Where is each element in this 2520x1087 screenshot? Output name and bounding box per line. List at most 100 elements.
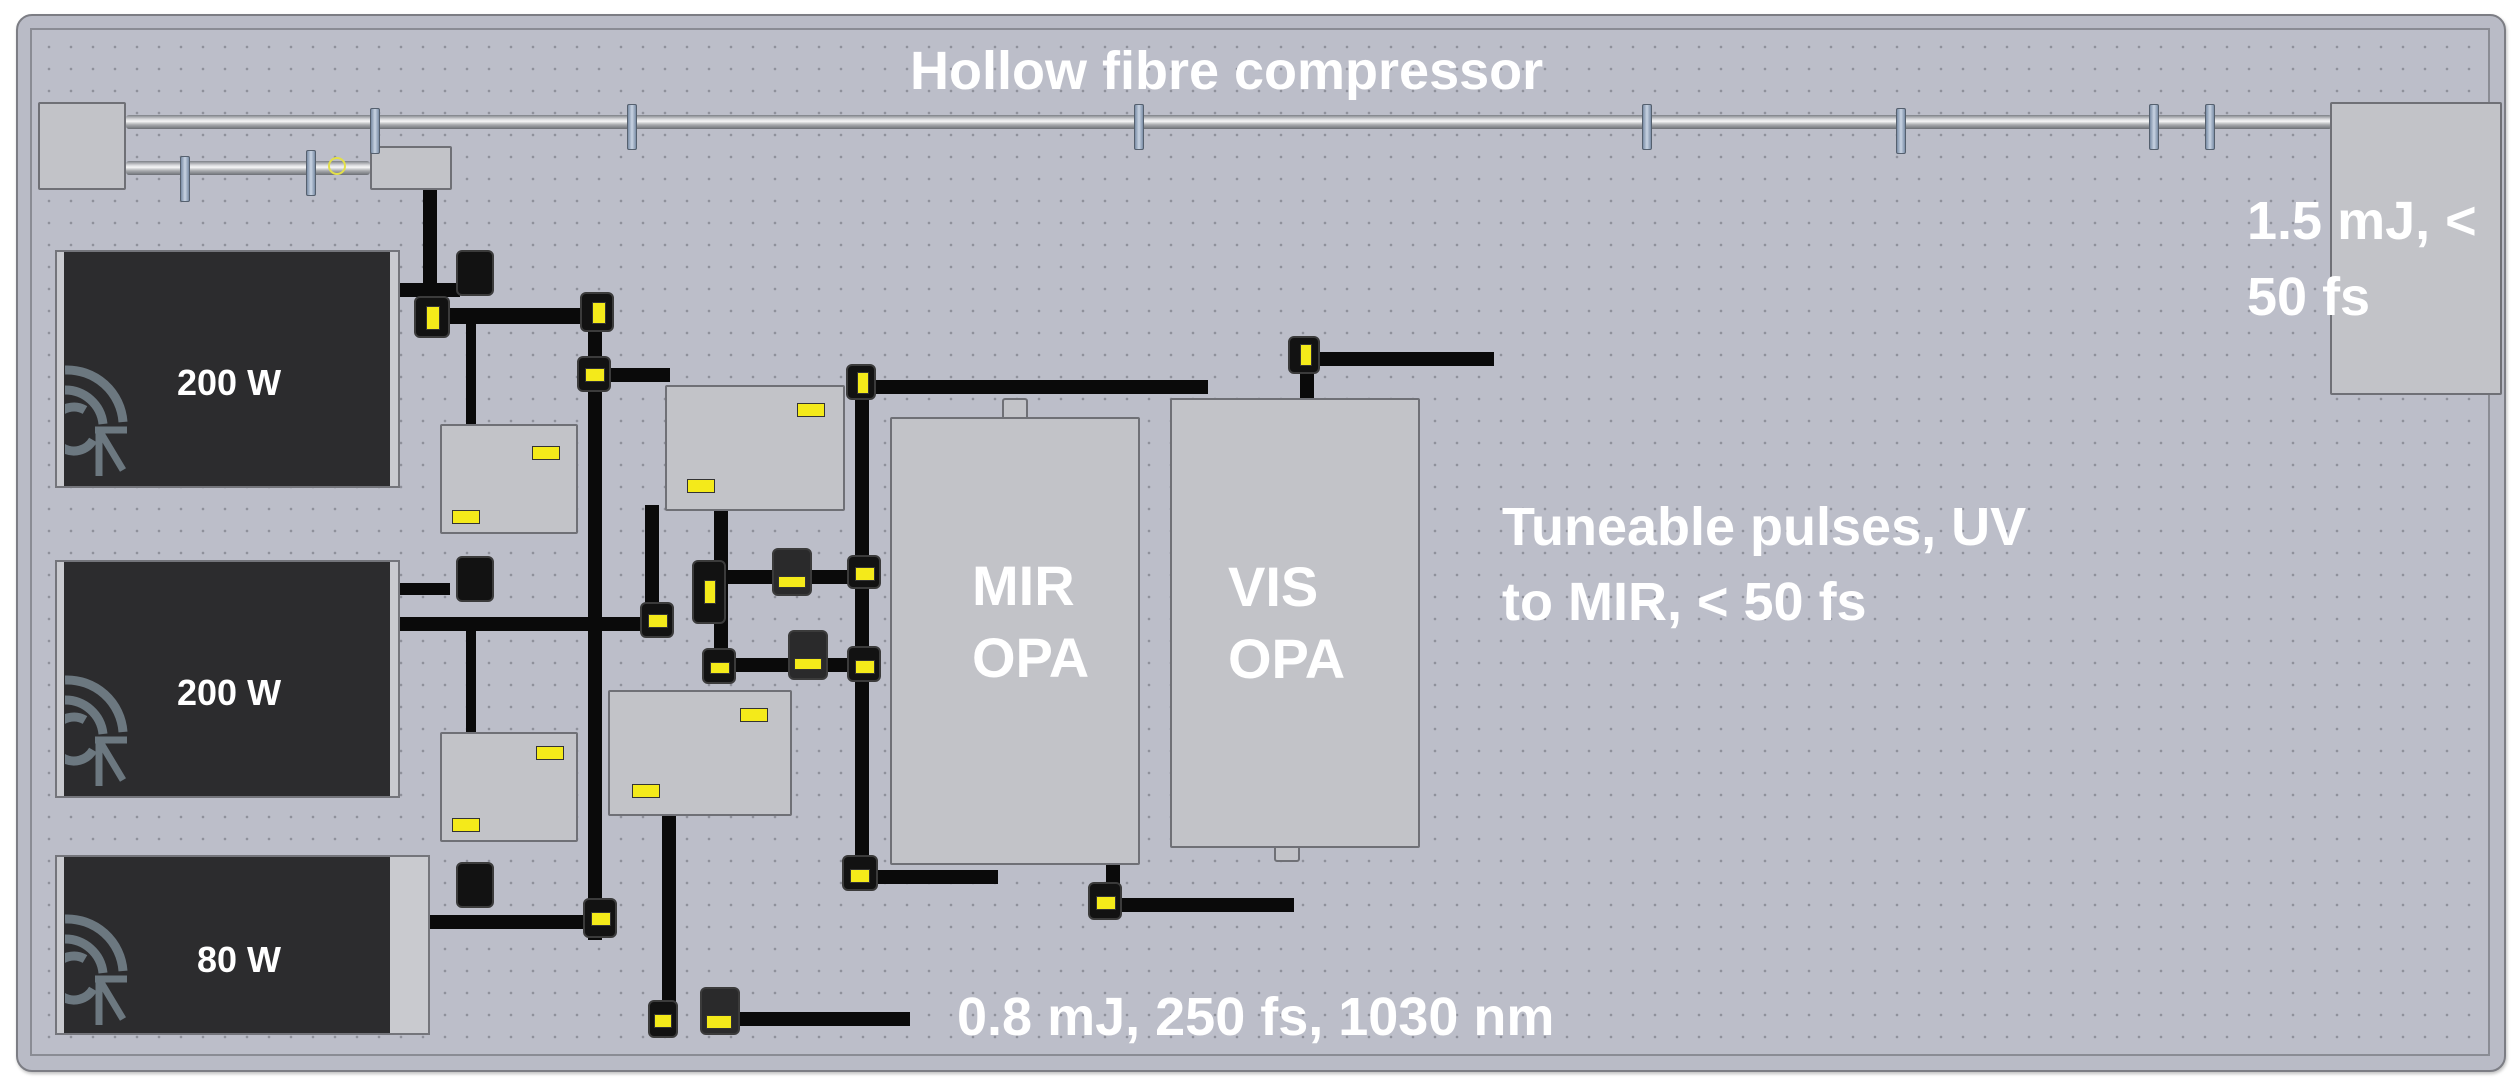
beam-pipe (700, 1012, 910, 1026)
warning-label (536, 746, 564, 760)
mirror-cube (1288, 336, 1320, 374)
mirror-cube (577, 356, 611, 392)
warning-label (532, 446, 560, 460)
mirror-cube (772, 548, 812, 596)
tube-clamp-icon (1896, 108, 1906, 154)
mirror-cube (583, 898, 617, 938)
warning-label (1300, 344, 1312, 366)
isolator (456, 250, 494, 296)
beam-pipe (400, 283, 460, 297)
warning-label (740, 708, 768, 722)
company-logo-icon (65, 914, 128, 1025)
warning-label (850, 869, 870, 883)
warning-label (794, 658, 822, 670)
beam-pipe (466, 625, 476, 735)
beam-pipe (1120, 898, 1294, 912)
beam-pipe (855, 382, 869, 872)
tube-clamp-icon (2205, 104, 2215, 150)
tube-clamp-icon (627, 104, 637, 150)
warning-label (648, 614, 668, 628)
diagram-title: Hollow fibre compressor (910, 41, 1544, 101)
mir-opa: MIR OPA (890, 417, 1140, 865)
mir-opa-label-line1: MIR (972, 554, 1075, 617)
mirror-cube (648, 1000, 678, 1038)
warning-label (632, 784, 660, 798)
compressor-coupling-box (370, 146, 452, 190)
compressor-input-chamber (38, 102, 126, 190)
beam-module-b (440, 732, 578, 842)
beam-pipe (662, 815, 676, 1015)
tube-clamp-icon (1134, 104, 1144, 150)
warning-label (710, 662, 730, 674)
vis-opa-label-line2: OPA (1228, 627, 1346, 690)
warning-label (591, 912, 611, 926)
beam-pipe (466, 316, 476, 426)
mirror-cube (788, 630, 828, 680)
tube-clamp-icon (306, 150, 316, 196)
tube-clamp-icon (2149, 104, 2159, 150)
isolator (456, 862, 494, 908)
laser-housing (64, 562, 390, 796)
laser-housing (64, 252, 390, 486)
warning-label (452, 510, 480, 524)
compressor-output-spec-line2: 50 fs (2247, 267, 2371, 327)
mirror-cube (580, 292, 614, 332)
mirror-cube (842, 855, 878, 891)
warning-label (592, 302, 606, 324)
beam-pipe (400, 617, 640, 631)
mirror-cube (700, 987, 740, 1035)
warning-label (855, 567, 875, 581)
vis-opa-label-line1: VIS (1228, 555, 1319, 618)
beam-pipe (428, 915, 598, 929)
tube-clamp-icon (1642, 104, 1652, 150)
beam-pipe (400, 583, 450, 595)
warning-label (452, 818, 480, 832)
tube-clamp-icon (180, 156, 190, 202)
company-logo-icon (65, 675, 128, 786)
beam-module-d (608, 690, 792, 816)
mirror-cube (692, 560, 726, 624)
input-window-ring (328, 157, 346, 175)
warning-label (585, 368, 605, 382)
beam-pipe (600, 617, 650, 631)
warning-label (857, 372, 869, 394)
laser-head-2: 200 W (55, 560, 400, 798)
company-logo-icon (65, 365, 128, 476)
mirror-cube (1088, 882, 1122, 920)
compressor-output-spec-line1: 1.5 mJ, < (2247, 191, 2477, 251)
beam-pipe (868, 870, 998, 884)
laser-power-label: 200 W (177, 672, 282, 713)
opa-output-spec-line2: to MIR, < 50 fs (1502, 572, 1867, 632)
laser-power-label: 200 W (177, 362, 282, 403)
warning-label (797, 403, 825, 417)
beam-pipe (423, 190, 437, 310)
laser-head-1: 200 W (55, 250, 400, 488)
beam-pipe (600, 368, 670, 382)
beam-pipe (868, 380, 1208, 394)
tube-clamp-icon (370, 108, 380, 154)
warning-label (706, 1015, 732, 1029)
warning-label (1096, 896, 1116, 910)
mirror-cube (640, 602, 674, 638)
warning-label (778, 576, 806, 588)
beam-pipe (440, 308, 600, 324)
warning-label (426, 306, 440, 330)
mirror-cube (414, 296, 450, 338)
mirror-cube (847, 555, 881, 589)
warning-label (687, 479, 715, 493)
warning-label (654, 1014, 672, 1028)
optical-table (16, 14, 2506, 1072)
mirror-cube (702, 648, 736, 684)
beam-pipe (645, 505, 659, 625)
laser-power-label: 80 W (197, 939, 282, 980)
isolator (456, 556, 494, 602)
fundamental-output-spec: 0.8 mJ, 250 fs, 1030 nm (957, 987, 1555, 1047)
vis-opa: VIS OPA (1170, 398, 1420, 848)
mirror-cube (847, 646, 881, 682)
warning-label (855, 660, 875, 674)
mir-opa-label-line2: OPA (972, 626, 1090, 689)
beam-module-c (665, 385, 845, 511)
beam-pipe (1300, 352, 1494, 366)
compressor-output-chamber (2330, 102, 2502, 395)
hollow-fibre-tube (126, 115, 2332, 129)
